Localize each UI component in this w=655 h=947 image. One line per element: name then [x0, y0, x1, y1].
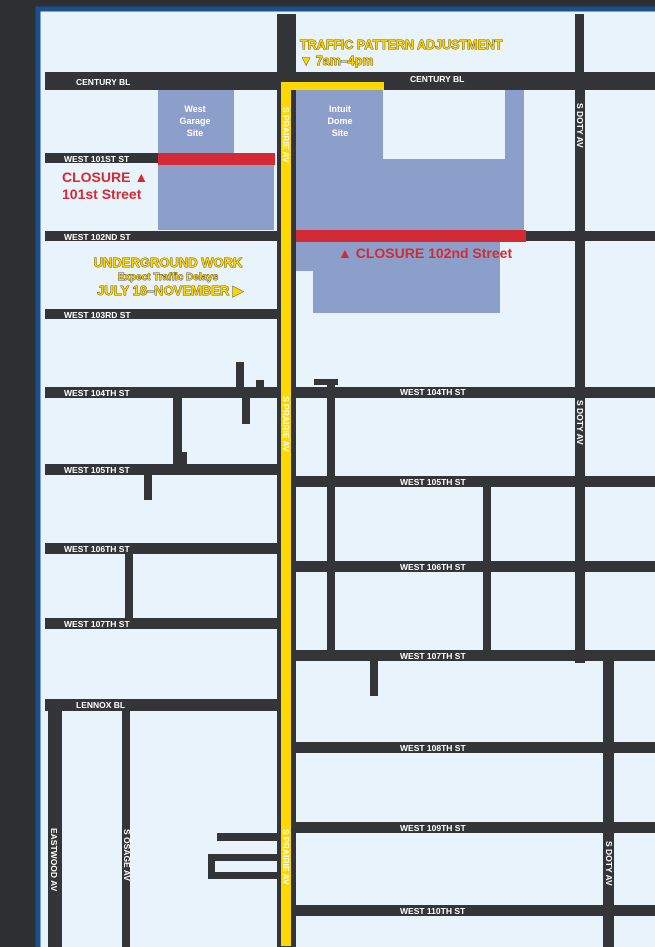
north-stub-road	[277, 14, 296, 74]
intuit-dome-label-line-1: Intuit	[329, 104, 351, 114]
s-doty-av-upper-road	[575, 88, 585, 663]
west-104th-upper-stub-road	[236, 362, 244, 398]
west-garage-site-block	[158, 90, 234, 163]
west-106th-side-road	[125, 553, 133, 619]
intuit-dome-site-lower-block	[296, 241, 500, 313]
label-doty-2: S DOTY AV	[575, 400, 585, 445]
west-103rd-road	[45, 309, 277, 319]
label-w106-left: WEST 106TH ST	[64, 544, 130, 554]
label-eastwood: EASTWOOD AV	[49, 828, 59, 892]
cul-de-sac-top	[217, 833, 277, 841]
intuit-dome-site-block	[296, 90, 524, 232]
lennox-bl-road	[45, 699, 277, 711]
label-prairie-3: S PRAIRIE AV	[281, 829, 291, 885]
cul-de-sac-side	[208, 854, 215, 879]
west-109th-road	[296, 822, 655, 833]
underground-work-dates: JULY 18–NOVEMBER ▶	[97, 283, 244, 298]
west-104th-lower-stub-road	[242, 398, 250, 424]
label-w109: WEST 109TH ST	[400, 823, 466, 833]
label-doty-3: S DOTY AV	[604, 841, 614, 886]
west-105th-side-road	[144, 474, 152, 500]
traffic-adjustment-title: TRAFFIC PATTERN ADJUSTMENT	[300, 38, 503, 52]
underground-work-title: UNDERGROUND WORK	[94, 255, 243, 270]
s-osage-av-road	[122, 709, 130, 947]
intuit-dome-label-line-3: Site	[332, 128, 349, 138]
right-mid-road-a	[327, 385, 335, 650]
underground-work-subtitle: Expect Traffic Delays	[118, 272, 219, 283]
west-107th-side-road	[370, 660, 378, 696]
north-right-stub-road	[575, 14, 584, 74]
label-w105-left: WEST 105TH ST	[64, 465, 130, 475]
cul-de-sac-mid	[208, 854, 277, 861]
west-106th-right-road	[296, 561, 655, 572]
west-garage-label-line-3: Site	[187, 128, 204, 138]
notices: TRAFFIC PATTERN ADJUSTMENT ▼ 7am–4pm UND…	[93, 38, 503, 299]
label-doty-1: S DOTY AV	[575, 103, 585, 148]
west-garage-site-lower-block	[158, 163, 274, 230]
s-doty-av-lower-road	[603, 655, 614, 947]
closure-101st-label-line-1: CLOSURE ▲	[62, 169, 148, 185]
west-105th-hook-road	[182, 452, 187, 466]
closure-101st-bar	[158, 153, 275, 165]
right-mid-road-b	[483, 487, 491, 650]
label-w106-right: WEST 106TH ST	[400, 562, 466, 572]
label-century-right: CENTURY BL	[410, 74, 464, 84]
closure-102nd-label: ▲ CLOSURE 102nd Street	[338, 245, 512, 261]
west-104th-hook-road	[314, 379, 338, 385]
label-prairie-1: S PRAIRIE AV	[281, 107, 291, 163]
west-104th-road	[45, 387, 655, 398]
label-century-left: CENTURY BL	[76, 77, 130, 87]
label-w107-right: WEST 107TH ST	[400, 651, 466, 661]
label-osage: S OSAGE AV	[122, 829, 132, 881]
label-w101: WEST 101ST ST	[64, 154, 130, 164]
west-110th-road	[296, 905, 655, 916]
century-bl-road	[45, 72, 655, 90]
west-garage-label-line-1: West	[184, 104, 205, 114]
label-w103: WEST 103RD ST	[64, 310, 131, 320]
site-labels: West Garage Site Intuit Dome Site	[179, 104, 352, 138]
closure-labels: CLOSURE ▲ 101st Street ▲ CLOSURE 102nd S…	[62, 169, 512, 261]
site-blocks	[158, 90, 524, 313]
closure-101st-label-line-2: 101st Street	[62, 186, 142, 202]
eastwood-av-road	[48, 709, 62, 947]
west-106th-left-road	[45, 543, 277, 554]
west-105th-right-road	[296, 476, 655, 487]
intuit-dome-label-line-2: Dome	[327, 116, 352, 126]
label-w104-left: WEST 104TH ST	[64, 388, 130, 398]
detour-century-segment	[281, 82, 384, 90]
traffic-adjustment-hours: ▼ 7am–4pm	[300, 54, 374, 68]
detour-prairie-av	[281, 84, 291, 946]
label-w102: WEST 102ND ST	[64, 232, 131, 242]
west-104th-small-stub-road	[256, 380, 264, 390]
label-w107-left: WEST 107TH ST	[64, 619, 130, 629]
cul-de-sac-bottom	[208, 872, 277, 879]
label-w108: WEST 108TH ST	[400, 743, 466, 753]
label-lennox: LENNOX BL	[76, 700, 125, 710]
closures	[158, 153, 526, 242]
detour-route	[281, 82, 384, 946]
west-107th-left-road	[45, 618, 277, 629]
west-108th-road	[296, 742, 655, 753]
west-104th-side-road	[173, 398, 182, 466]
west-105th-left-road	[45, 464, 277, 475]
label-w110: WEST 110TH ST	[400, 906, 466, 916]
closure-102nd-bar	[296, 230, 526, 242]
west-107th-right-road	[296, 650, 655, 661]
label-prairie-2: S PRAIRIE AV	[281, 396, 291, 452]
street-labels: CENTURY BL CENTURY BL WEST 101ST ST WEST…	[49, 74, 614, 916]
label-w104-right: WEST 104TH ST	[400, 387, 466, 397]
west-garage-label-line-2: Garage	[179, 116, 210, 126]
label-w105-right: WEST 105TH ST	[400, 477, 466, 487]
